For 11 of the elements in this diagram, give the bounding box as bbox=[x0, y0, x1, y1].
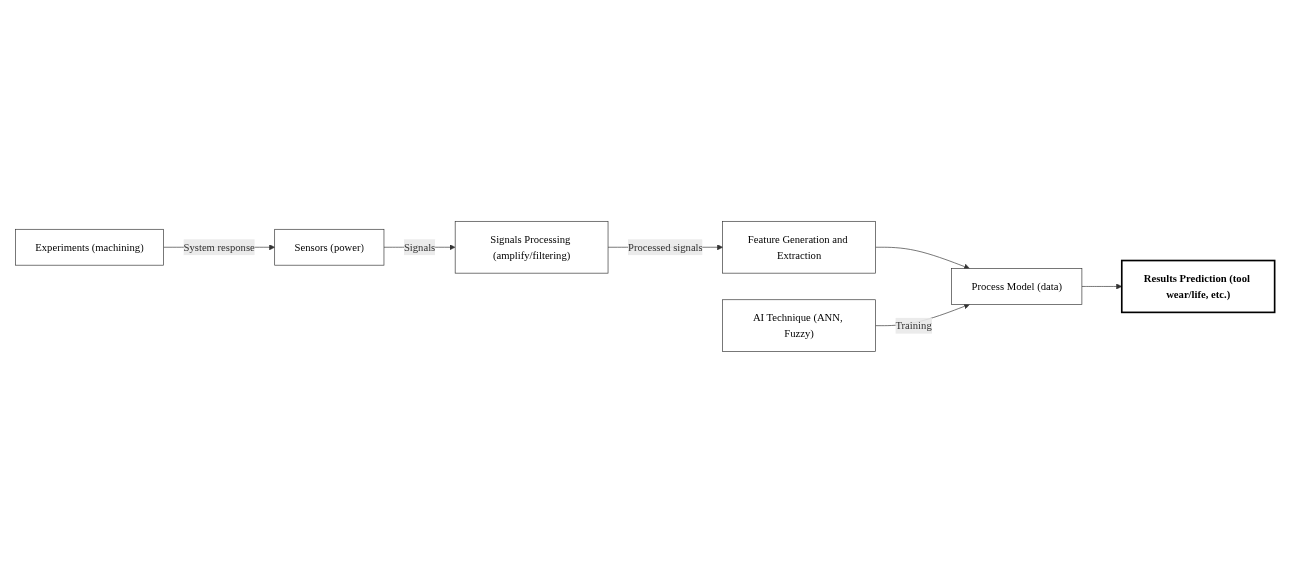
edge-label: Processed signals bbox=[627, 241, 703, 253]
node-box: Signals Processing (amplify/filtering) bbox=[454, 221, 609, 274]
edge-label: System response bbox=[183, 241, 255, 253]
node-box: Process Model (data) bbox=[951, 268, 1083, 305]
node-box: AI Technique (ANN, Fuzzy) bbox=[722, 299, 876, 352]
node-box: Sensors (power) bbox=[274, 229, 385, 266]
node-box: Experiments (machining) bbox=[15, 229, 164, 266]
node-box: Feature Generation and Extraction bbox=[722, 221, 876, 274]
edge-label: Signals bbox=[403, 241, 436, 253]
edge-label: Training bbox=[895, 319, 932, 332]
node-box: Results Prediction (tool wear/life, etc.) bbox=[1120, 259, 1276, 314]
